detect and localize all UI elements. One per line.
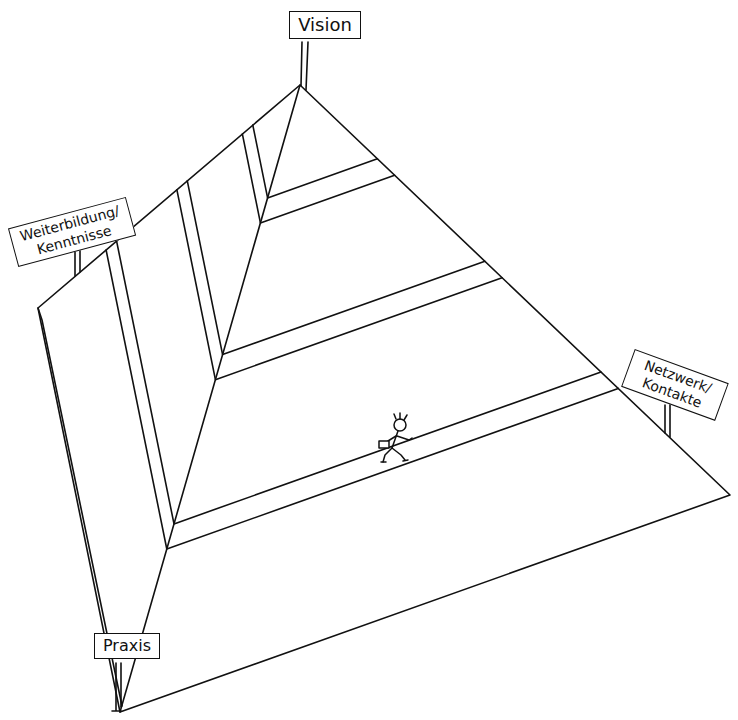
terrace-line	[177, 190, 502, 380]
terrace-line	[253, 125, 378, 198]
sign-post	[75, 249, 80, 276]
sign-text: Netzwerk/ Kontakte	[631, 355, 720, 415]
pyramid-ridge	[120, 85, 300, 712]
sign-text: Weiterbildung/ Kenntnisse	[17, 202, 126, 261]
sign-board: Vision	[289, 11, 361, 39]
walking-figure	[379, 413, 412, 462]
terrace-line	[106, 250, 618, 549]
terrace-line	[117, 241, 601, 524]
sign-board: Weiterbildung/ Kenntnisse	[8, 197, 136, 267]
sign-board: Praxis	[94, 633, 160, 658]
terrace-line	[242, 134, 394, 223]
pyramid-outline	[38, 85, 730, 712]
terrace-line	[187, 181, 485, 355]
sign-post	[665, 404, 670, 437]
sign-text: Vision	[298, 14, 352, 36]
sign-text: Praxis	[103, 636, 151, 655]
sign-post	[301, 42, 308, 90]
sign-board: Netzwerk/ Kontakte	[621, 349, 729, 420]
sign-post	[112, 663, 121, 711]
